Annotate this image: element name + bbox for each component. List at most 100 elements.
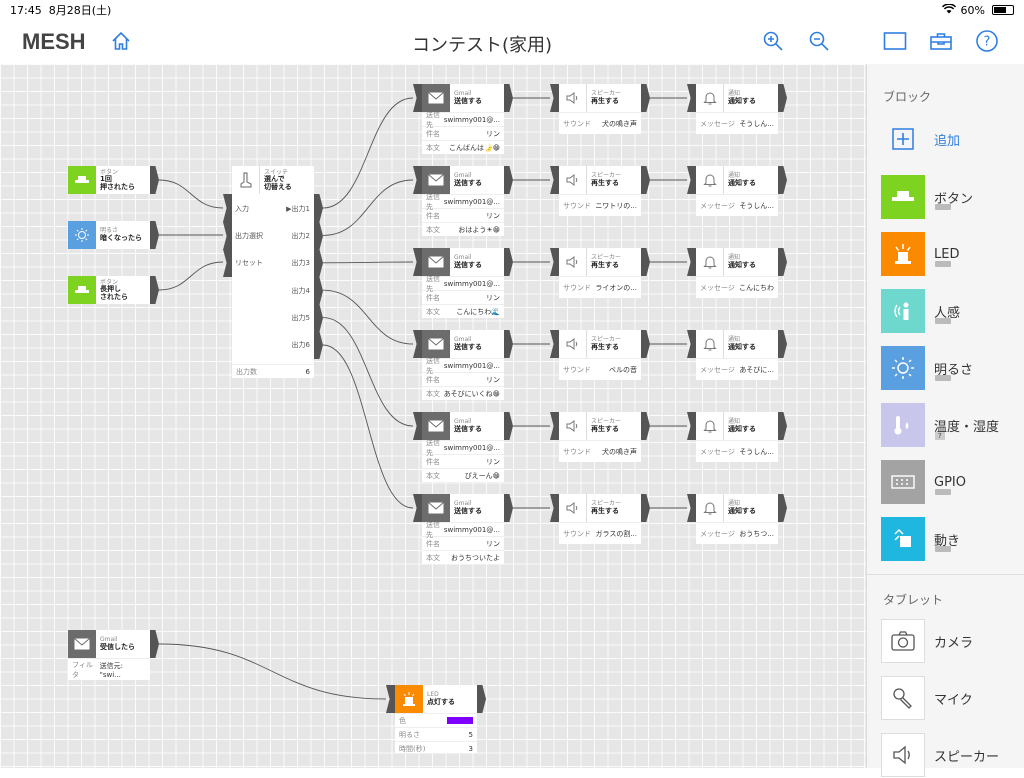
input-pin[interactable] [550, 166, 559, 194]
palette-block-0[interactable]: ボタン [881, 174, 973, 220]
output-pin[interactable] [504, 412, 513, 440]
notify-block[interactable]: 通知通知する メッセージおうちつ... [687, 494, 787, 544]
output-pin[interactable] [504, 166, 513, 194]
output-pin[interactable] [314, 194, 323, 222]
panel-toggle-icon[interactable] [882, 28, 908, 54]
input-pin[interactable] [223, 249, 232, 277]
input-pin[interactable] [413, 248, 422, 276]
input-pin[interactable] [413, 330, 422, 358]
output-pin[interactable] [641, 248, 650, 276]
input-pin[interactable] [687, 494, 696, 522]
output-pin[interactable] [778, 412, 787, 440]
output-pin[interactable] [150, 276, 159, 304]
status-badge: ? [935, 432, 945, 440]
gmail-subject-row: 件名リン [422, 372, 504, 386]
zoom-in-icon[interactable] [760, 28, 786, 54]
input-pin[interactable] [687, 166, 696, 194]
output-pin[interactable] [778, 330, 787, 358]
output-pin[interactable] [314, 331, 323, 359]
output-pin[interactable] [641, 84, 650, 112]
block-battery-icon [935, 318, 951, 324]
palette-block-2[interactable]: 人感 [881, 288, 960, 334]
output-pin[interactable] [504, 248, 513, 276]
button-longpress-block[interactable]: ボタン長押し されたら [68, 276, 159, 304]
switch-block[interactable]: スイッチ選んで 切替える 入力 出力選択 リセット ▶出力1 出力2 出力3 出… [223, 166, 323, 378]
filter-row: フィルタ送信元: "swi... [68, 658, 150, 680]
speaker-block[interactable]: スピーカー再生する サウンドガラスの割... [550, 494, 650, 544]
tablet-block-0[interactable]: カメラ [881, 618, 973, 664]
brightness-dark-block[interactable]: 明るさ暗くなったら [68, 221, 159, 249]
speaker-icon [559, 330, 587, 358]
output-pin[interactable] [778, 84, 787, 112]
output-pin[interactable] [150, 630, 159, 658]
notify-block[interactable]: 通知通知する メッセージこんにちわ [687, 248, 787, 298]
output-pin[interactable] [477, 685, 486, 713]
palette-block-1[interactable]: LED [881, 231, 959, 277]
output-pin[interactable] [314, 277, 323, 305]
speaker-block[interactable]: スピーカー再生する サウンドライオンの... [550, 248, 650, 298]
speaker-block[interactable]: スピーカー再生する サウンドベルの音 [550, 330, 650, 380]
help-icon[interactable]: ? [974, 28, 1000, 54]
notify-block[interactable]: 通知通知する メッセージそうしん... [687, 412, 787, 462]
input-pin[interactable] [687, 330, 696, 358]
notify-block[interactable]: 通知通知する メッセージあそびに... [687, 330, 787, 380]
notify-block[interactable]: 通知通知する メッセージそうしん... [687, 84, 787, 134]
output-pin[interactable] [641, 412, 650, 440]
palette-block-4[interactable]: 温度・湿度 ? [881, 402, 999, 448]
input-pin[interactable] [386, 685, 395, 713]
input-pin[interactable] [550, 494, 559, 522]
zoom-out-icon[interactable] [806, 28, 832, 54]
input-pin[interactable] [223, 194, 232, 222]
output-pin[interactable] [314, 249, 323, 277]
input-pin[interactable] [687, 84, 696, 112]
tablet-block-1[interactable]: マイク [881, 675, 973, 721]
speaker-block[interactable]: スピーカー再生する サウンド犬の鳴き声 [550, 84, 650, 134]
palette-block-5[interactable]: GPIO [881, 459, 966, 505]
output-pin[interactable] [150, 166, 159, 194]
input-pin[interactable] [550, 84, 559, 112]
mail-icon [422, 412, 450, 440]
output-pin[interactable] [778, 248, 787, 276]
speaker-block[interactable]: スピーカー再生する サウンドニワトリの... [550, 166, 650, 216]
input-pin[interactable] [687, 248, 696, 276]
input-pin[interactable] [413, 84, 422, 112]
input-pin[interactable] [413, 494, 422, 522]
palette-block-3[interactable]: 明るさ [881, 345, 973, 391]
output-pin[interactable] [778, 494, 787, 522]
notify-block[interactable]: 通知通知する メッセージそうしん... [687, 166, 787, 216]
gmail-body-row: 本文ぴえーん😁 [422, 468, 504, 482]
input-pin[interactable] [550, 330, 559, 358]
input-pin[interactable] [413, 166, 422, 194]
input-pin[interactable] [550, 412, 559, 440]
output-pin[interactable] [641, 330, 650, 358]
input-pin[interactable] [687, 412, 696, 440]
output-pin[interactable] [778, 166, 787, 194]
output-pin[interactable] [314, 222, 323, 250]
tablet-block-2[interactable]: スピーカー [881, 732, 999, 778]
input-pin[interactable] [550, 248, 559, 276]
input-pin[interactable] [413, 412, 422, 440]
toolbox-icon[interactable] [928, 28, 954, 54]
output-pin[interactable] [504, 494, 513, 522]
output-pin[interactable] [641, 494, 650, 522]
home-icon[interactable] [108, 28, 134, 54]
output-pin[interactable] [150, 221, 159, 249]
output-pin[interactable] [314, 304, 323, 332]
output-pin[interactable] [504, 84, 513, 112]
output-pin[interactable] [641, 166, 650, 194]
output-pin[interactable] [504, 330, 513, 358]
input-pin[interactable] [223, 222, 232, 250]
speaker-block[interactable]: スピーカー再生する サウンド犬の鳴き声 [550, 412, 650, 462]
add-block-button[interactable]: 追加 [881, 116, 960, 162]
palette-block-6[interactable]: 動き [881, 516, 960, 562]
